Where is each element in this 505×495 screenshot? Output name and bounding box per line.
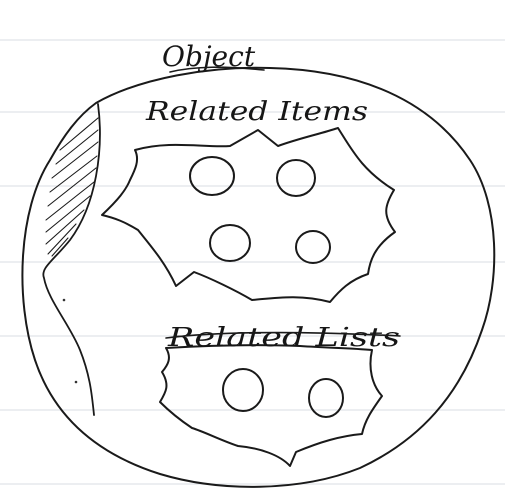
- related-list-circle: [222, 368, 264, 412]
- related-item-circle: [209, 224, 251, 262]
- edge-hatching: [45, 117, 99, 257]
- related-lists-label: Related Lists: [167, 323, 400, 353]
- object-outline: [21, 66, 496, 488]
- related-item-circle: [189, 156, 235, 196]
- edge-specks: [62, 298, 78, 384]
- object-label-underline: [169, 66, 265, 73]
- related-lists-strike: [165, 331, 401, 339]
- related-item-circle: [276, 159, 316, 197]
- related-items-region: [101, 127, 396, 303]
- related-list-circle: [308, 378, 344, 418]
- related-item-circle: [295, 230, 331, 264]
- related-items-label: Related Items: [145, 97, 368, 127]
- related-lists-region: [159, 344, 383, 467]
- object-edge-band: [42, 103, 101, 416]
